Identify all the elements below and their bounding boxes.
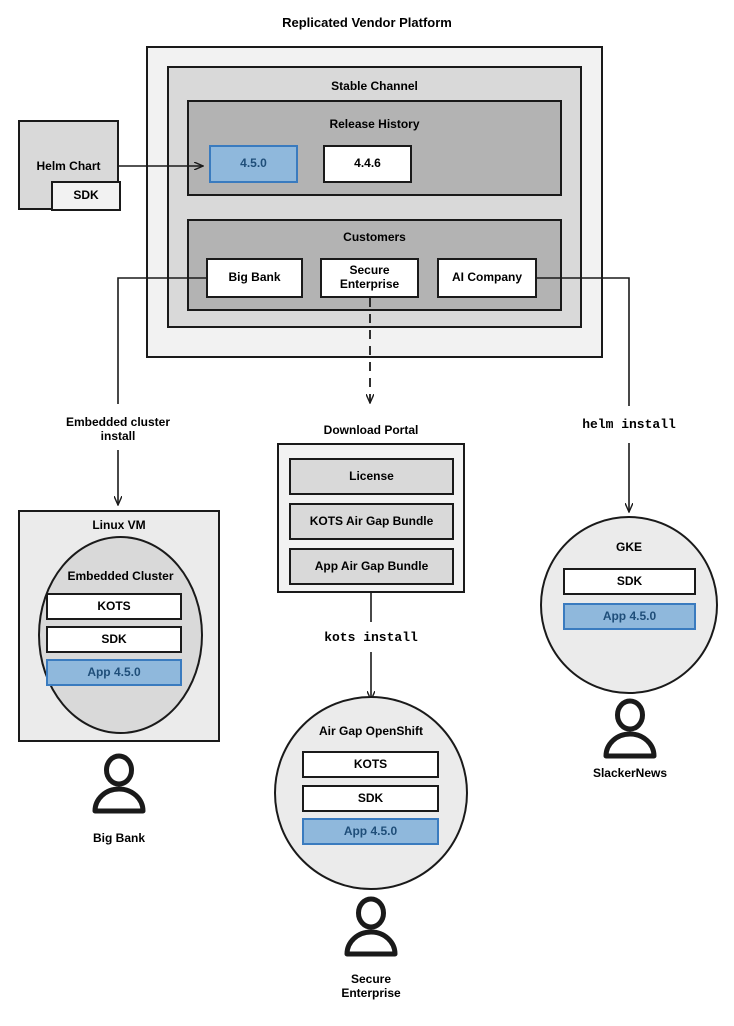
customer-label: Big Bank bbox=[228, 270, 281, 285]
persona-label-big-bank: Big Bank bbox=[92, 831, 145, 845]
linuxvm-component-kots[interactable]: KOTS bbox=[46, 593, 182, 620]
openshift-component-sdk[interactable]: SDK bbox=[302, 785, 439, 812]
customer-secure-enterprise[interactable]: Secure Enterprise bbox=[320, 258, 419, 298]
edge-aicompany-to-gke bbox=[537, 277, 630, 406]
portal-artifact-app-air-gap-bundle[interactable]: App Air Gap Bundle bbox=[289, 548, 454, 585]
release-4-4-6[interactable]: 4.4.6 bbox=[323, 145, 412, 183]
artifact-label: KOTS Air Gap Bundle bbox=[309, 513, 434, 528]
embedded-cluster-label: Embedded Cluster bbox=[67, 569, 174, 583]
gke-component-sdk[interactable]: SDK bbox=[563, 568, 696, 595]
linuxvm-component-sdk[interactable]: SDK bbox=[46, 626, 182, 653]
person-icon-big-bank bbox=[92, 753, 146, 814]
install-label-helm: helm install bbox=[582, 417, 676, 432]
artifact-label: App Air Gap Bundle bbox=[314, 558, 429, 573]
linuxvm-component-app[interactable]: App 4.5.0 bbox=[46, 659, 182, 686]
page-title: Replicated Vendor Platform bbox=[282, 15, 452, 30]
release-history-label: Release History bbox=[329, 117, 420, 131]
air-gap-openshift-label: Air Gap OpenShift bbox=[318, 724, 423, 738]
portal-artifact-license[interactable]: License bbox=[289, 458, 454, 495]
install-label-kots: kots install bbox=[324, 630, 418, 645]
customer-label: AI Company bbox=[451, 270, 522, 285]
customer-ai-company[interactable]: AI Company bbox=[437, 258, 537, 298]
persona-label-secure-enterprise: Secure Enterprise bbox=[341, 972, 401, 1001]
component-label: App 4.5.0 bbox=[602, 608, 657, 623]
person-icon-secure-enterprise bbox=[344, 896, 398, 957]
component-label: KOTS bbox=[97, 598, 131, 613]
release-4-5-0[interactable]: 4.5.0 bbox=[209, 145, 298, 183]
gke-label: GKE bbox=[615, 540, 642, 554]
download-portal-label: Download Portal bbox=[323, 423, 419, 437]
person-icon-slackernews bbox=[603, 698, 657, 759]
install-label-embedded-cluster: Embedded cluster install bbox=[65, 415, 171, 444]
stable-channel-label: Stable Channel bbox=[331, 79, 418, 93]
component-label: SDK bbox=[357, 790, 384, 805]
openshift-component-kots[interactable]: KOTS bbox=[302, 751, 439, 778]
component-label: SDK bbox=[101, 631, 127, 646]
portal-artifact-kots-air-gap-bundle[interactable]: KOTS Air Gap Bundle bbox=[289, 503, 454, 540]
linux-vm-label: Linux VM bbox=[92, 518, 146, 532]
release-version-label: 4.4.6 bbox=[354, 156, 381, 171]
component-label: App 4.5.0 bbox=[343, 823, 398, 838]
customer-label: Secure Enterprise bbox=[339, 263, 400, 291]
helm-chart-sdk-box[interactable]: SDK bbox=[51, 181, 121, 211]
gke-component-app[interactable]: App 4.5.0 bbox=[563, 603, 696, 630]
customers-label: Customers bbox=[343, 230, 406, 244]
persona-label-slackernews: SlackerNews bbox=[592, 766, 668, 780]
component-label: App 4.5.0 bbox=[87, 664, 141, 679]
release-version-label: 4.5.0 bbox=[240, 156, 267, 171]
sdk-label: SDK bbox=[73, 188, 99, 203]
helm-chart-label: Helm Chart bbox=[36, 159, 101, 173]
artifact-label: License bbox=[349, 468, 394, 483]
component-label: SDK bbox=[616, 573, 643, 588]
component-label: KOTS bbox=[353, 756, 388, 771]
openshift-component-app[interactable]: App 4.5.0 bbox=[302, 818, 439, 845]
customer-big-bank[interactable]: Big Bank bbox=[206, 258, 303, 298]
edge-bigbank-to-linuxvm bbox=[117, 277, 206, 404]
